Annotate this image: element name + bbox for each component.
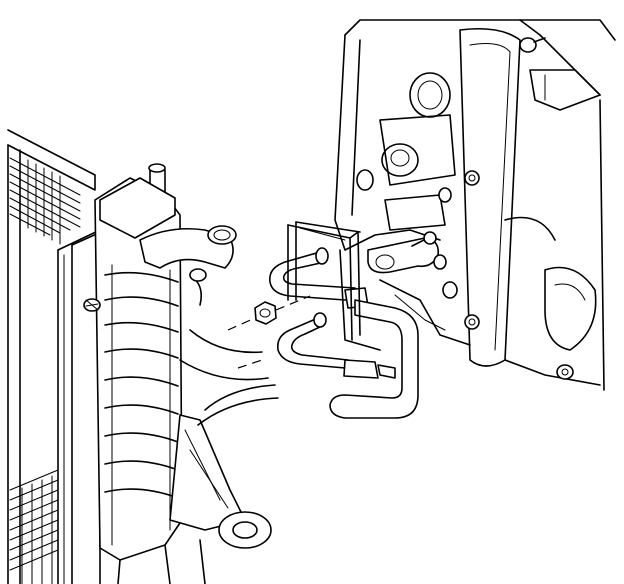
lower-radiator-hose xyxy=(179,329,279,426)
radiator xyxy=(7,129,111,584)
oil-cooler-lines xyxy=(268,247,419,419)
upper-radiator-hose xyxy=(139,225,237,306)
engine-block xyxy=(334,19,541,367)
radiator-tank xyxy=(83,163,272,584)
line-bracket xyxy=(287,221,361,341)
fitting-nut xyxy=(227,295,311,369)
bolt xyxy=(411,231,437,247)
bolt xyxy=(83,298,101,312)
bolt xyxy=(464,170,480,186)
bolt xyxy=(464,314,480,330)
transmission-housing xyxy=(411,19,616,391)
bolt xyxy=(556,364,574,380)
bolt xyxy=(519,37,546,53)
